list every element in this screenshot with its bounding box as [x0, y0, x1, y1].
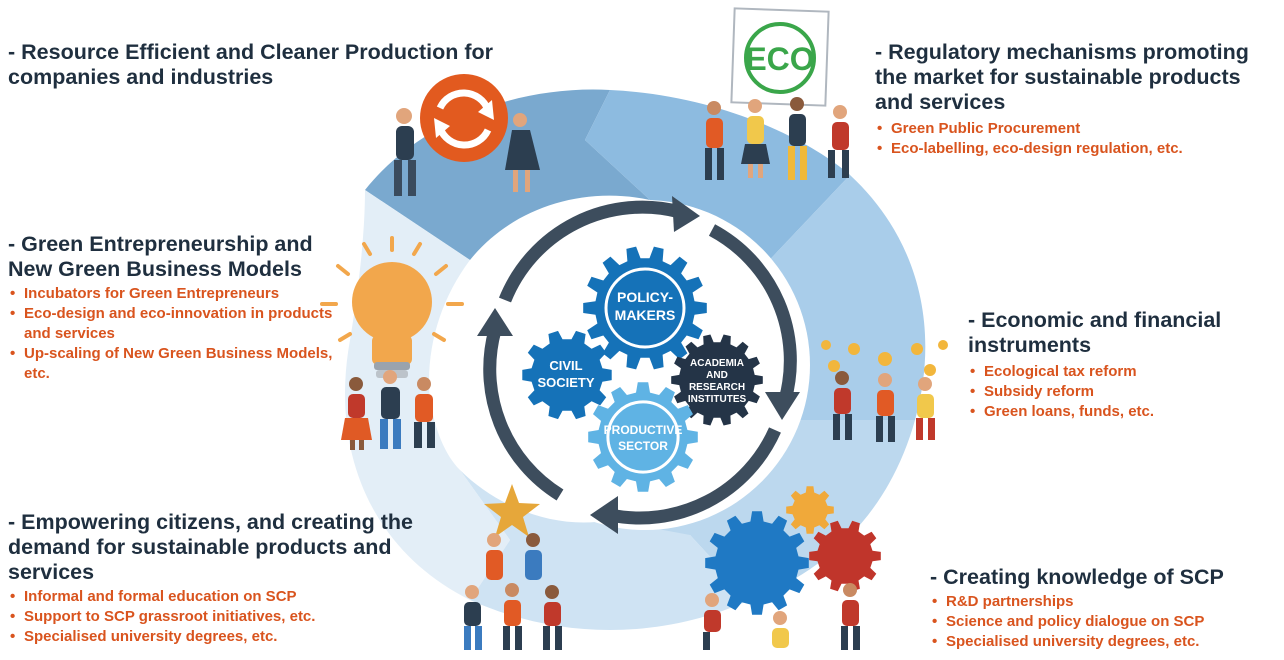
- recycle-icon: [420, 74, 508, 162]
- star-icon: [484, 484, 540, 537]
- gear-policy-label-2: MAKERS: [615, 307, 676, 323]
- person-figure: [841, 583, 860, 650]
- gear-ring: [606, 400, 680, 474]
- gear-productive-sector: PRODUCTIVE SECTOR: [588, 382, 698, 492]
- section-empowering-citizens: - Empowering citizens, and creating the …: [8, 510, 448, 647]
- bullet-item: Green Public Procurement: [875, 119, 1275, 139]
- bullet-list: Incubators for Green Entrepreneurs Eco-d…: [8, 284, 338, 384]
- person-figure: [741, 99, 770, 178]
- bullet-item: Specialised university degrees, etc.: [930, 632, 1270, 652]
- gear-productive-label-2: SECTOR: [618, 439, 668, 453]
- person-figure: [876, 373, 895, 442]
- gear-shape: [671, 334, 763, 426]
- person-figure: [833, 371, 852, 440]
- cycle-arrow-top: [498, 200, 682, 303]
- bullet-item: Eco-labelling, eco-design regulation, et…: [875, 139, 1275, 159]
- bullet-list: Green Public Procurement Eco-labelling, …: [875, 119, 1275, 159]
- person-figure: [705, 101, 724, 180]
- bullet-list: Informal and formal education on SCP Sup…: [8, 587, 448, 647]
- gear-academia: ACADEMIA AND RESEARCH INSTITUTES: [671, 334, 763, 426]
- section-creating-knowledge: - Creating knowledge of SCP R&D partners…: [930, 565, 1270, 652]
- bullet-item: Up-scaling of New Green Business Models,…: [8, 344, 338, 384]
- gear-productive-label-1: PRODUCTIVE: [604, 423, 683, 437]
- gear-civil-label-2: SOCIETY: [537, 375, 594, 390]
- gear-academia-label-1: ACADEMIA: [690, 358, 744, 369]
- cycle-arrow-left: [483, 328, 564, 501]
- knowledge-gears-icon: [705, 486, 881, 615]
- person-figure: [828, 105, 849, 178]
- gear-shape: [583, 246, 707, 370]
- section-title: - Empowering citizens, and creating the …: [8, 510, 413, 584]
- bullet-item: Specialised university degrees, etc.: [8, 627, 448, 647]
- bullet-item: Subsidy reform: [968, 382, 1268, 402]
- person-figure: [505, 113, 540, 192]
- section-green-entrepreneurship: - Green Entrepreneurship and New Green B…: [8, 232, 338, 384]
- gear-shape: [522, 330, 612, 420]
- bullet-item: Eco-design and eco-innovation in product…: [8, 304, 338, 344]
- bullet-item: Support to SCP grassroot initiatives, et…: [8, 607, 448, 627]
- section-resource-efficient: - Resource Efficient and Cleaner Product…: [8, 40, 548, 90]
- person-figure: [464, 585, 482, 650]
- section-economic-instruments: - Economic and financial instruments Eco…: [968, 308, 1268, 422]
- ring-segment-bottom: [460, 470, 750, 630]
- person-figure: [394, 108, 416, 196]
- gear-policy-label-1: POLICY-: [617, 289, 673, 305]
- person-figure: [525, 533, 542, 580]
- section-title: - Green Entrepreneurship and New Green B…: [8, 232, 313, 281]
- person-figure: [703, 593, 721, 650]
- person-figure: [788, 97, 807, 180]
- gear-shape: [786, 486, 834, 534]
- cycle-arrows: [483, 200, 797, 525]
- cycle-arrowhead-right: [765, 392, 800, 420]
- section-regulatory-mechanisms: - Regulatory mechanisms promoting the ma…: [875, 40, 1275, 159]
- gear-shape: [705, 511, 809, 615]
- bullet-item: R&D partnerships: [930, 592, 1270, 612]
- section-title: - Economic and financial instruments: [968, 308, 1222, 357]
- person-figure: [916, 377, 935, 440]
- gear-civil-label-1: CIVIL: [549, 358, 582, 373]
- eco-label-sign: ECO: [730, 7, 830, 107]
- gear-shape: [588, 382, 698, 492]
- cycle-arrowhead-left: [477, 308, 513, 336]
- cycle-arrowhead-bottom: [590, 496, 618, 534]
- cycle-arrowhead-top: [672, 196, 700, 232]
- cycle-arrow-bottom: [608, 427, 781, 525]
- person-figure: [543, 585, 562, 650]
- center-disc: [480, 200, 810, 530]
- gear-academia-label-3: RESEARCH: [689, 382, 745, 393]
- people-figures: [341, 97, 935, 650]
- gear-academia-label-2: AND: [706, 370, 728, 381]
- person-figure: [414, 377, 435, 448]
- bullet-item: Incubators for Green Entrepreneurs: [8, 284, 338, 304]
- bullet-item: Green loans, funds, etc.: [968, 402, 1268, 422]
- gear-ring: [604, 267, 686, 349]
- gear-civil-society: CIVIL SOCIETY: [522, 330, 612, 420]
- person-figure: [486, 533, 503, 580]
- section-title: - Creating knowledge of SCP: [930, 565, 1224, 589]
- section-title: - Regulatory mechanisms promoting the ma…: [875, 40, 1249, 114]
- person-figure: [772, 611, 789, 648]
- bullet-item: Ecological tax reform: [968, 362, 1268, 382]
- cycle-arrow-right: [708, 224, 797, 402]
- person-figure: [341, 377, 372, 450]
- bullet-item: Science and policy dialogue on SCP: [930, 612, 1270, 632]
- section-title: - Resource Efficient and Cleaner Product…: [8, 40, 494, 89]
- person-figure: [503, 583, 522, 650]
- bullet-item: Informal and formal education on SCP: [8, 587, 448, 607]
- bullet-list: Ecological tax reform Subsidy reform Gre…: [968, 362, 1268, 422]
- coins-icon: [821, 340, 948, 376]
- gear-shape: [809, 520, 881, 592]
- eco-label-text: ECO: [745, 41, 814, 77]
- gear-academia-label-4: INSTITUTES: [688, 394, 747, 405]
- bullet-list: R&D partnerships Science and policy dial…: [930, 592, 1270, 652]
- person-figure: [380, 370, 401, 449]
- gear-policy-makers: POLICY- MAKERS: [583, 246, 707, 370]
